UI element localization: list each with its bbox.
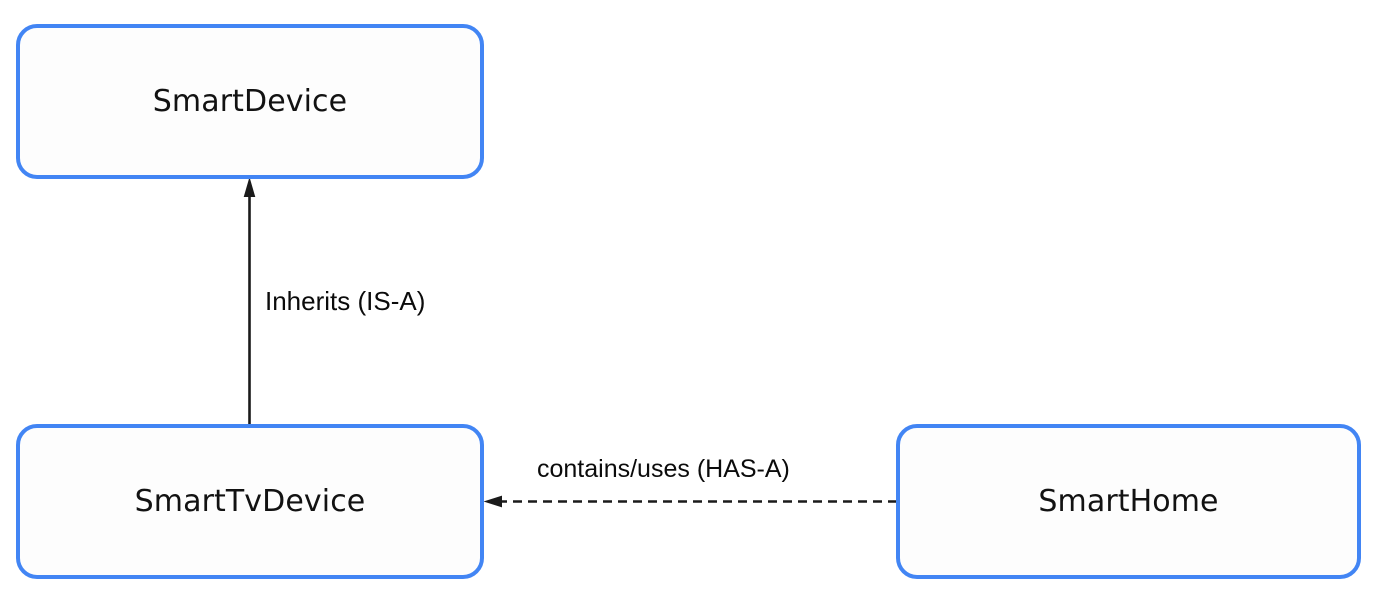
- edge-label-contains: contains/uses (HAS-A): [537, 455, 790, 483]
- node-smart-home[interactable]: SmartHome: [896, 424, 1361, 579]
- edge-inherits-is-a: [243, 177, 256, 428]
- edge-label-inherits: Inherits (IS-A): [265, 286, 426, 316]
- edge-inherits-arrowhead: [243, 177, 256, 197]
- node-smart-home-label: SmartHome: [1038, 484, 1219, 519]
- node-smart-tv-device[interactable]: SmartTvDevice: [16, 424, 484, 579]
- edge-contains-has-a: [483, 495, 897, 508]
- node-smart-device[interactable]: SmartDevice: [16, 24, 484, 179]
- edge-contains-arrowhead: [483, 495, 502, 508]
- node-smart-device-label: SmartDevice: [152, 84, 348, 119]
- node-smart-tv-device-label: SmartTvDevice: [134, 484, 366, 519]
